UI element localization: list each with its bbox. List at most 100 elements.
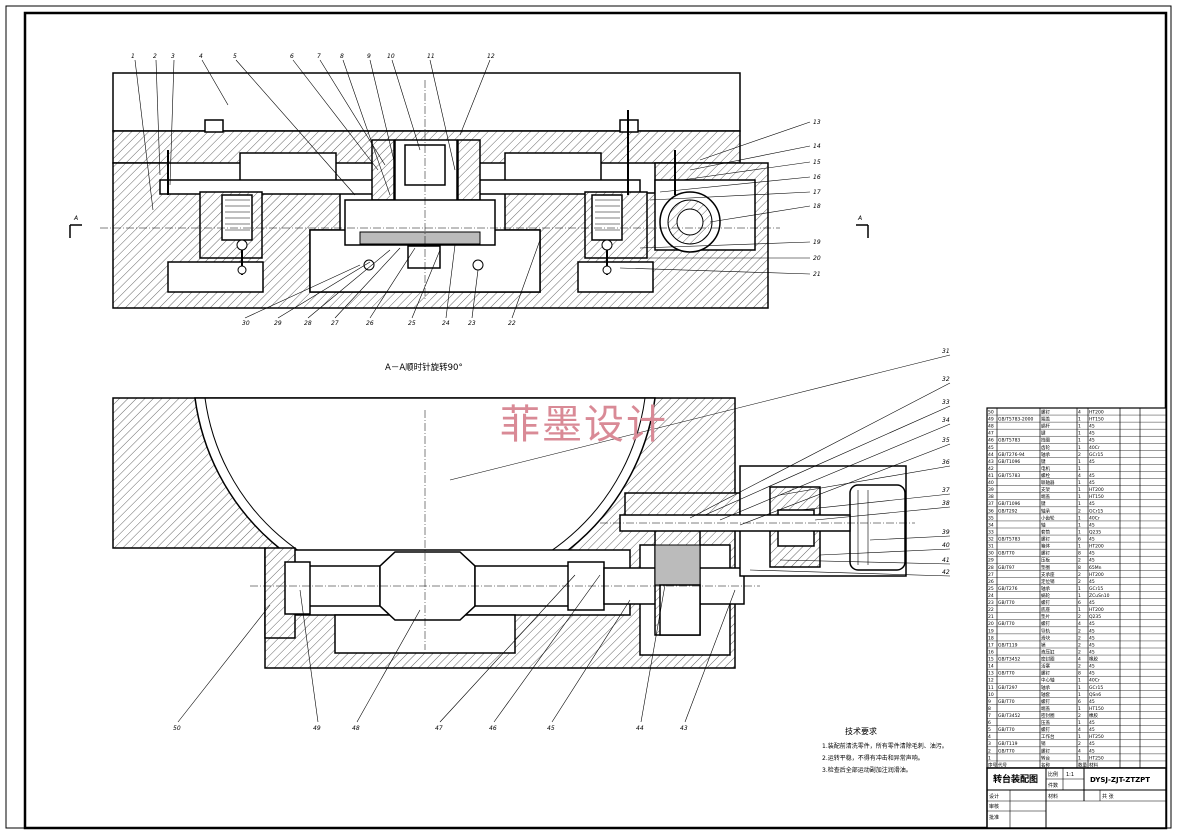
labels-top: 1 2 3 4 5 6 7 8 9 10 11 12 [131,53,495,60]
bom-cell-name: 销 [1041,641,1046,648]
bom-cell-qty: 1 [1078,466,1081,472]
bom-cell-name: 箱体 [1041,543,1050,550]
svg-text:16: 16 [813,174,821,181]
svg-text:44: 44 [636,725,644,732]
bom-cell-no: 14 [988,664,994,670]
svg-text:23: 23 [468,320,476,327]
bom-cell-code: GB/T1096 [998,459,1020,465]
bom-cell-no: 43 [988,459,994,465]
bom-cell-mat: HT150 [1089,417,1104,423]
svg-text:46: 46 [489,725,497,732]
bom-cell-mat: 40Cr [1089,445,1100,451]
bom-cell-mat: HT250 [1089,734,1104,740]
scale-value: 1:1 [1066,772,1074,778]
labels-right: 13 14 15 16 17 18 19 20 21 [813,119,821,278]
bom-cell-qty: 2 [1078,508,1081,514]
bom-cell-name: 键 [1041,500,1046,507]
bom-cell-qty: 1 [1078,501,1081,507]
bom-cell-mat: 橡胶 [1089,656,1098,663]
technical-requirements: 技术要求 1.装配前清洗零件，所有零件清除毛刺、油污。 2.运转平稳，不得有冲击… [822,726,948,774]
bom-cell-code: GB/T276 [998,586,1018,592]
lower-plan-view: 31 32 33 34 35 36 37 38 39 40 41 42 50 4 [112,348,951,732]
bom-cell-name: 蜗轮 [1041,592,1050,599]
bom-cell-qty: 1 [1078,593,1081,599]
svg-text:29: 29 [274,320,282,327]
svg-text:37: 37 [942,487,950,494]
bom-cell-name: 垫片 [1041,613,1050,620]
svg-text:24: 24 [442,320,450,327]
right-worm-assembly [654,179,756,253]
checker-label: 审核 [989,803,999,810]
bom-cell-no: 24 [988,593,994,599]
leaders-top [134,59,491,211]
bom-cell-no: 38 [988,494,994,500]
central-spindle [344,139,496,271]
svg-text:38: 38 [942,500,950,507]
bom-cell-mat: 45 [1089,579,1095,585]
bom-cell-mat: 45 [1089,537,1095,543]
bom-cell-no: 6 [988,720,991,726]
bom-cell-qty: 8 [1078,551,1081,557]
bom-cell-no: 33 [988,529,994,535]
bom-cell-name: 滑块 [1041,634,1050,641]
bom-cell-no: 25 [988,586,994,592]
bom-cell-code: GB/T70 [998,727,1015,733]
bom-cell-mat: ZCuSn10 [1089,593,1110,599]
svg-text:8: 8 [340,53,344,60]
leaders-lower-right [449,354,951,577]
bom-cell-no: 19 [988,628,994,634]
bom-cell-name: 液压缸 [1041,648,1055,655]
bom-cell-code: GB/T1096 [998,501,1020,507]
bom-cell-code: GB/T5783 [998,438,1020,444]
svg-text:32: 32 [942,376,950,383]
bom-cell-code: GB/T70 [998,748,1015,754]
bom-cell-name: 挡圈 [1041,437,1050,444]
bom-cell-no: 26 [988,579,994,585]
svg-text:35: 35 [942,437,950,444]
svg-text:11: 11 [427,53,435,60]
bom-cell-code: GB/T97 [998,565,1015,571]
bom-cell-mat: 45 [1089,748,1095,754]
bom-cell-code: GB/T3452 [998,713,1020,719]
bom-cell-code: GB/T70 [998,671,1015,677]
svg-text:10: 10 [387,53,395,60]
tech-req-line-3: 3.检查后全部运动副加注润滑油。 [822,766,912,774]
bom-cell-no: 10 [988,692,994,698]
svg-text:33: 33 [942,399,950,406]
bom-cell-qty: 1 [1078,755,1081,761]
bom-cell-mat: Q235 [1089,614,1101,620]
bom-cell-mat: GCr15 [1089,685,1103,691]
bom-cell-qty: 1 [1078,417,1081,423]
svg-text:41: 41 [942,557,950,564]
bom-cell-name: 端盖 [1041,416,1050,423]
bom-cell-mat: GCr15 [1089,508,1103,514]
bom-cell-qty: 1 [1078,445,1081,451]
bom-cell-code: GB/T119 [998,741,1018,747]
bom-cell-qty: 1 [1078,438,1081,444]
bom-cell-name: 密封圈 [1041,656,1055,663]
bom-cell-no: 21 [988,614,994,620]
bom-cell-name: 端盖 [1041,705,1050,712]
bom-cell-no: 16 [988,649,994,655]
bom-cell-qty: 1 [1078,544,1081,550]
svg-text:5: 5 [233,53,237,60]
bom-cell-no: 31 [988,544,994,550]
bom-cell-mat: 45 [1089,473,1095,479]
bom-cell-name: 螺钉 [1041,698,1050,705]
bom-cell-mat: HT200 [1089,487,1104,493]
